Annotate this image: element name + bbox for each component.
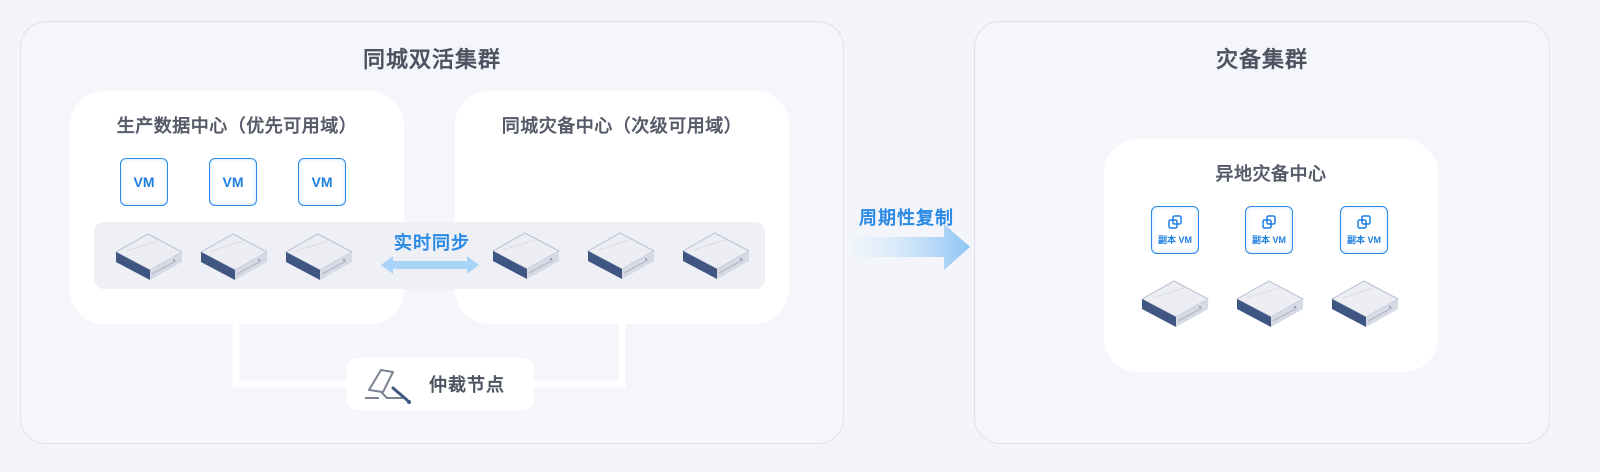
remote-datacenter: 异地灾备中心 <box>1104 139 1438 372</box>
server-icon <box>114 230 184 282</box>
server-icon <box>1140 277 1210 329</box>
server-icon <box>491 229 561 281</box>
primary-datacenter-title: 生产数据中心（优先可用域） <box>116 116 358 136</box>
server-icon <box>1330 277 1400 329</box>
primary-datacenter: 生产数据中心（优先可用域） <box>70 91 404 324</box>
server-icon <box>199 230 269 282</box>
arbiter-label: 仲裁节点 <box>429 375 505 395</box>
replica-vm-label: 副本 VM <box>1251 235 1286 245</box>
server-icon <box>1235 277 1305 329</box>
arbiter-node[interactable]: 仲裁节点 <box>347 358 534 410</box>
replica-vm-label: 副本 VM <box>1346 235 1381 245</box>
dr-cluster-title: 灾备集群 <box>1215 47 1308 72</box>
server-icon <box>681 229 751 281</box>
vm-icon[interactable]: VM <box>120 158 168 206</box>
replica-icon <box>1357 215 1371 229</box>
vm-label: VM <box>133 174 155 190</box>
active-active-cluster-title: 同城双活集群 <box>362 47 501 72</box>
vm-icon[interactable]: VM <box>209 158 257 206</box>
server-icon <box>284 230 354 282</box>
replica-vm-icon[interactable]: 副本 VM <box>1340 206 1388 254</box>
remote-datacenter-title: 异地灾备中心 <box>1215 164 1327 184</box>
server-icon <box>586 229 656 281</box>
replica-icon <box>1168 215 1182 229</box>
sync-label: 实时同步 <box>394 233 470 253</box>
replica-vm-icon[interactable]: 副本 VM <box>1245 206 1293 254</box>
right-arrow-icon <box>852 224 970 270</box>
secondary-datacenter: 同城灾备中心（次级可用域） <box>455 91 789 324</box>
secondary-datacenter-title: 同城灾备中心（次级可用域） <box>501 116 743 136</box>
replica-vm-icon[interactable]: 副本 VM <box>1151 206 1199 254</box>
vm-label: VM <box>311 174 333 190</box>
vm-label: VM <box>222 174 244 190</box>
gavel-icon <box>365 369 411 404</box>
replication-label: 周期性复制 <box>859 208 954 228</box>
replica-vm-label: 副本 VM <box>1157 235 1192 245</box>
double-arrow-icon <box>381 256 479 274</box>
vm-icon[interactable]: VM <box>298 158 346 206</box>
replica-icon <box>1262 215 1276 229</box>
